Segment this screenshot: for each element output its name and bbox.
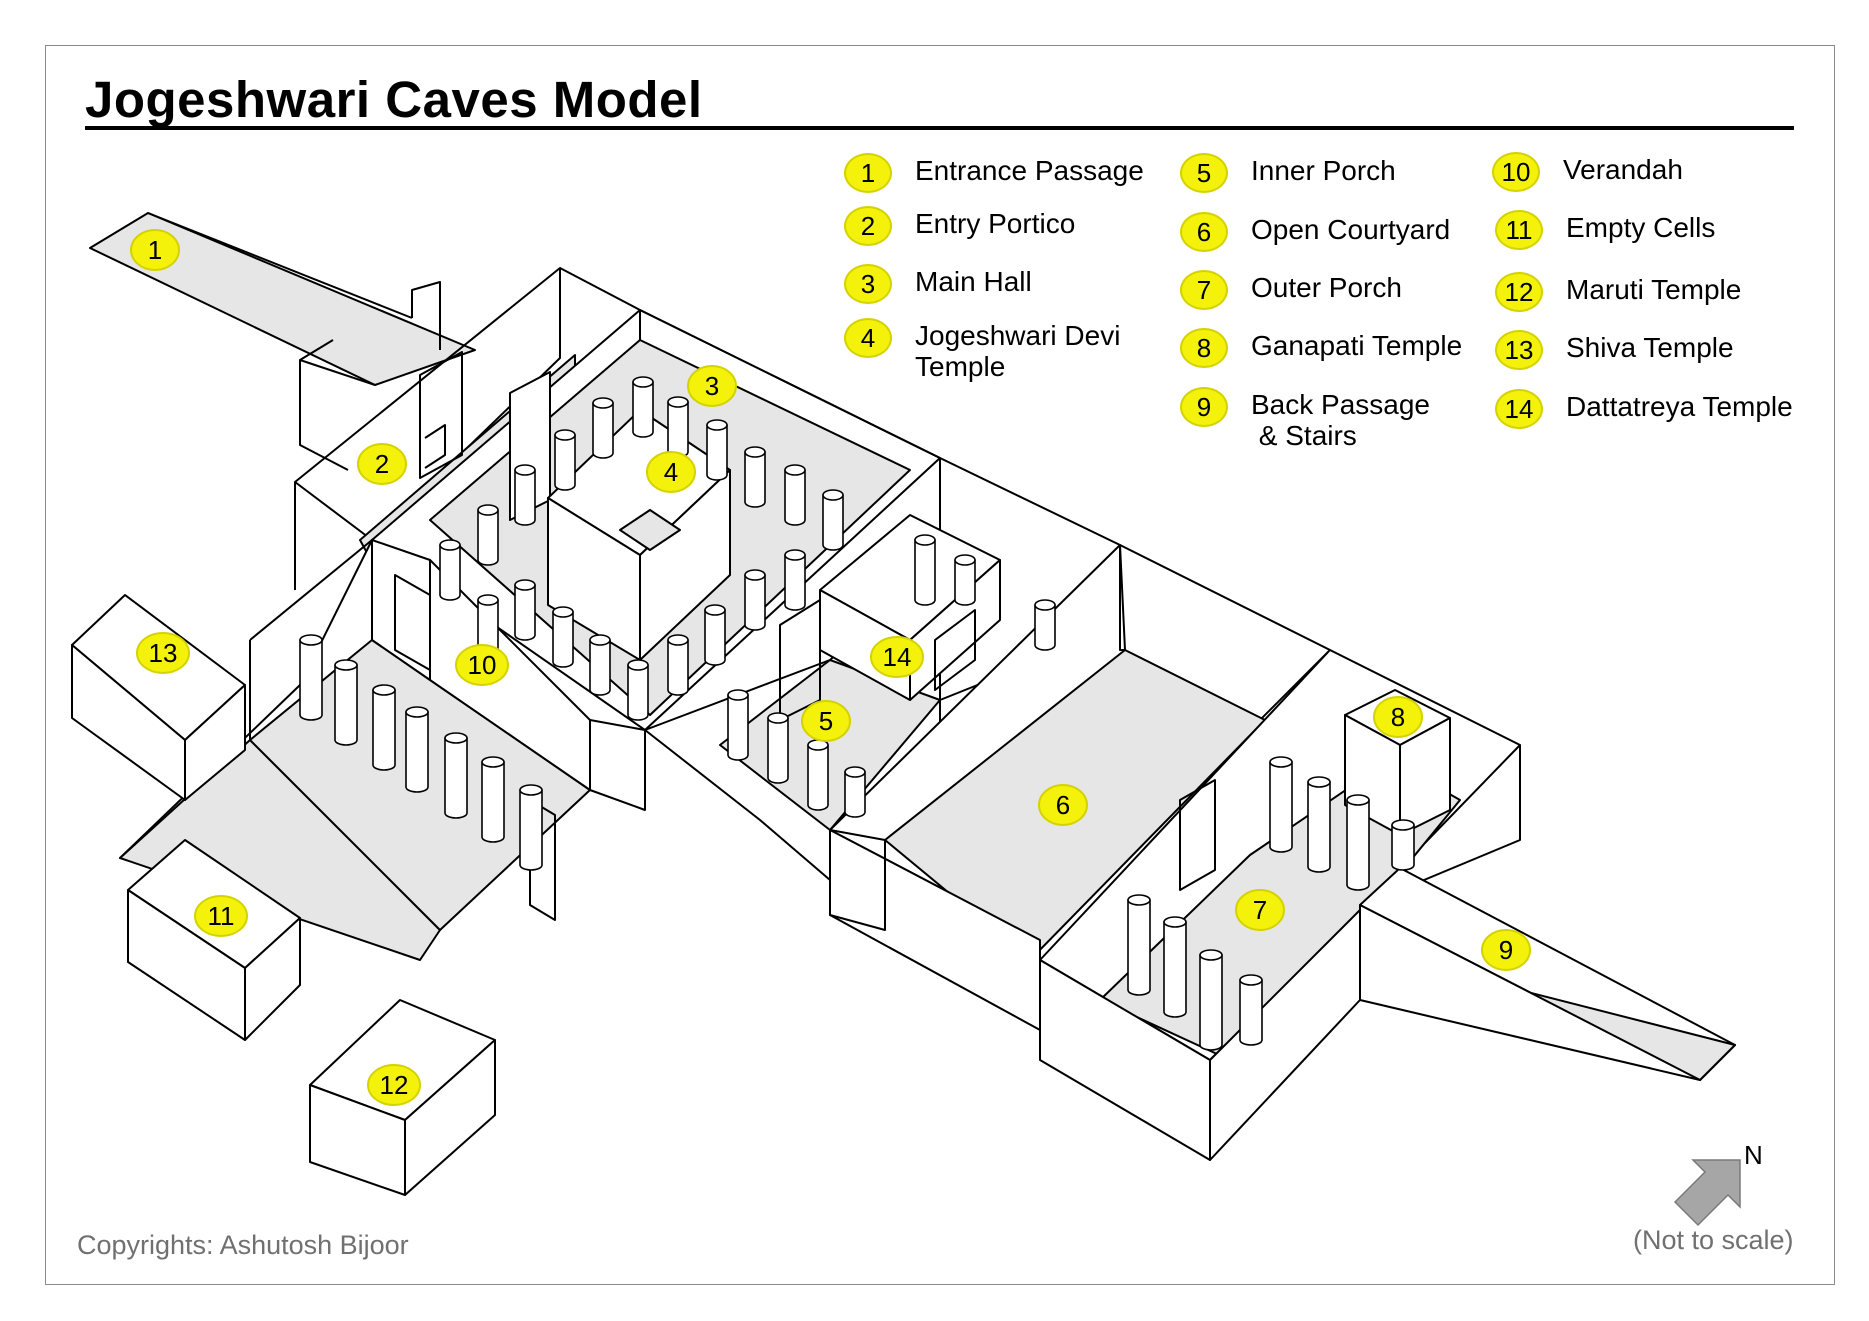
legend-label: Verandah	[1563, 154, 1683, 185]
entrance-passage	[89, 212, 476, 471]
legend-item-13: 13 Shiva Temple	[1495, 330, 1734, 370]
svg-text:5: 5	[819, 706, 833, 736]
svg-text:14: 14	[883, 642, 912, 672]
map-badge-13: 13	[136, 632, 190, 674]
legend-badge: 2	[844, 206, 892, 246]
svg-text:3: 3	[705, 371, 719, 401]
legend-badge: 9	[1180, 387, 1228, 427]
svg-text:13: 13	[149, 638, 178, 668]
svg-text:6: 6	[1056, 790, 1070, 820]
svg-text:1: 1	[148, 235, 162, 265]
map-badge-5: 5	[801, 700, 851, 742]
scale-note: (Not to scale)	[1633, 1225, 1794, 1255]
legend-badge: 8	[1180, 328, 1228, 368]
legend-item-3: 3 Main Hall	[844, 264, 1032, 304]
shiva-temple	[71, 594, 246, 801]
svg-text:12: 12	[380, 1070, 409, 1100]
legend-label: Entry Portico	[915, 208, 1076, 239]
legend-item-7: 7 Outer Porch	[1180, 270, 1402, 310]
svg-text:4: 4	[664, 457, 678, 487]
legend-badge: 13	[1495, 330, 1543, 370]
legend-item-4: 4 Jogeshwari Devi Temple	[844, 318, 1120, 382]
map-badge-7: 7	[1235, 889, 1285, 931]
map-badge-11: 11	[194, 895, 248, 937]
legend-badge: 3	[844, 264, 892, 304]
svg-text:10: 10	[468, 650, 497, 680]
legend-label: Main Hall	[915, 266, 1032, 297]
legend-label: Back Passage & Stairs	[1251, 389, 1430, 451]
legend-badge: 1	[844, 153, 892, 193]
legend-item-9: 9 Back Passage & Stairs	[1180, 387, 1430, 451]
svg-text:8: 8	[1391, 702, 1405, 732]
map-badge-12: 12	[367, 1064, 421, 1106]
map-badge-14: 14	[870, 636, 924, 678]
map-badge-3: 3	[687, 365, 737, 407]
legend-badge: 5	[1180, 153, 1228, 193]
title-underline	[85, 126, 1794, 130]
legend-label: Outer Porch	[1251, 272, 1402, 303]
legend-badge: 12	[1495, 272, 1543, 312]
legend-label: Open Courtyard	[1251, 214, 1451, 245]
legend-label: Jogeshwari Devi Temple	[915, 320, 1121, 382]
legend-label: Entrance Passage	[915, 155, 1144, 186]
map-badge-1: 1	[130, 229, 180, 271]
map-badges: 1 2 3 4 5 6 7 8 9 10 11 12 13 14	[130, 229, 1531, 1106]
svg-text:7: 7	[1253, 895, 1267, 925]
maruti-temple	[309, 999, 496, 1196]
legend-badge: 7	[1180, 270, 1228, 310]
legend-item-6: 6 Open Courtyard	[1180, 212, 1450, 252]
legend-item-5: 5 Inner Porch	[1180, 153, 1396, 193]
legend-item-12: 12 Maruti Temple	[1495, 272, 1741, 312]
legend-label: Empty Cells	[1566, 212, 1716, 243]
legend-item-1: 1 Entrance Passage	[844, 153, 1144, 193]
legend-label: Ganapati Temple	[1251, 330, 1463, 361]
map-badge-9: 9	[1481, 929, 1531, 971]
devi-temple-block	[547, 409, 731, 661]
legend-label: Inner Porch	[1251, 155, 1396, 186]
legend-badge: 14	[1495, 389, 1543, 429]
diagram-frame	[45, 45, 1835, 1285]
dattatreya-temple-box	[819, 514, 1001, 701]
back-passage	[1359, 867, 1736, 1081]
legend-badge: 11	[1495, 210, 1543, 250]
legend-item-14: 14 Dattatreya Temple	[1495, 389, 1793, 429]
legend-label: Maruti Temple	[1566, 274, 1742, 305]
page-title: Jogeshwari Caves Model	[85, 71, 703, 128]
legend-item-10: 10 Verandah	[1492, 152, 1683, 192]
map-badge-6: 6	[1038, 784, 1088, 826]
map-badge-4: 4	[646, 451, 696, 493]
north-label: N	[1744, 1140, 1763, 1170]
legend-item-11: 11 Empty Cells	[1495, 210, 1715, 250]
map-badge-10: 10	[455, 644, 509, 686]
legend-label: Shiva Temple	[1566, 332, 1734, 363]
pillars	[299, 376, 1415, 1051]
north-arrow-icon	[1673, 1159, 1741, 1227]
svg-text:2: 2	[375, 449, 389, 479]
svg-text:11: 11	[208, 901, 235, 931]
legend-badge: 6	[1180, 212, 1228, 252]
svg-text:9: 9	[1499, 935, 1513, 965]
legend-item-2: 2 Entry Portico	[844, 206, 1075, 246]
legend-badge: 10	[1492, 152, 1540, 192]
map-badge-2: 2	[357, 443, 407, 485]
map-badge-8: 8	[1373, 696, 1423, 738]
legend-item-8: 8 Ganapati Temple	[1180, 328, 1462, 368]
legend-badge: 4	[844, 318, 892, 358]
legend-label: Dattatreya Temple	[1566, 391, 1793, 422]
copyright-text: Copyrights: Ashutosh Bijoor	[77, 1230, 409, 1260]
